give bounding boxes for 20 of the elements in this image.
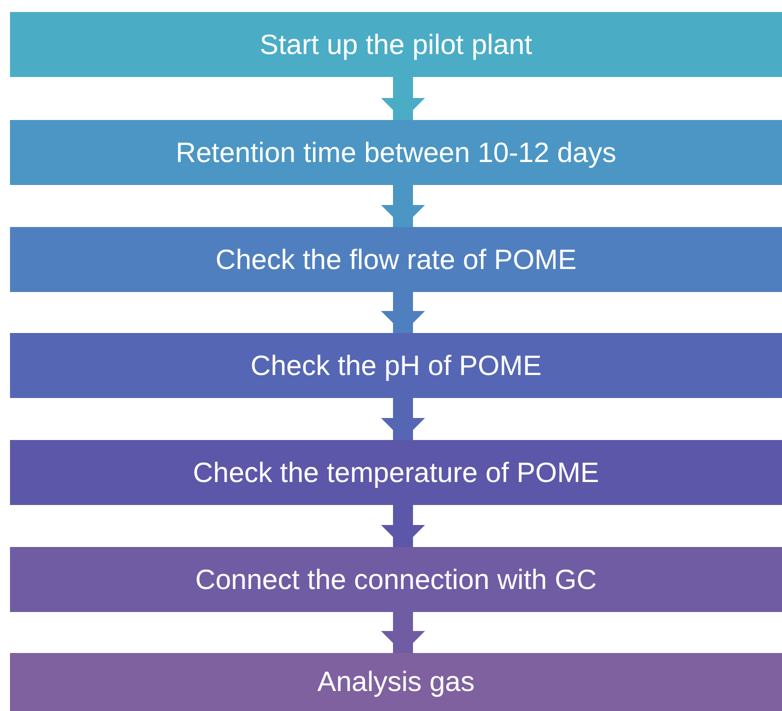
- step-label: Connect the connection with GC: [195, 564, 597, 596]
- arrow: [381, 185, 425, 227]
- arrow: [381, 612, 425, 653]
- process-box: [10, 120, 782, 185]
- process-box: [10, 653, 782, 711]
- process-box: [10, 547, 782, 612]
- arrow: [381, 505, 425, 547]
- process-box: [10, 227, 782, 292]
- step-label: Check the temperature of POME: [192, 456, 600, 488]
- process-box: [10, 333, 782, 398]
- arrow: [381, 77, 425, 120]
- arrow: [381, 398, 425, 440]
- process-box: [10, 12, 782, 77]
- step-label: Check the pH of POME: [250, 350, 542, 382]
- arrow: [381, 292, 425, 333]
- step-label: Start up the pilot plant: [260, 28, 532, 60]
- step-label: Retention time between 10-12 days: [176, 136, 616, 168]
- process-box: [10, 440, 782, 505]
- step-label: Analysis gas: [317, 666, 475, 698]
- step-label: Check the flow rate of POME: [215, 244, 577, 276]
